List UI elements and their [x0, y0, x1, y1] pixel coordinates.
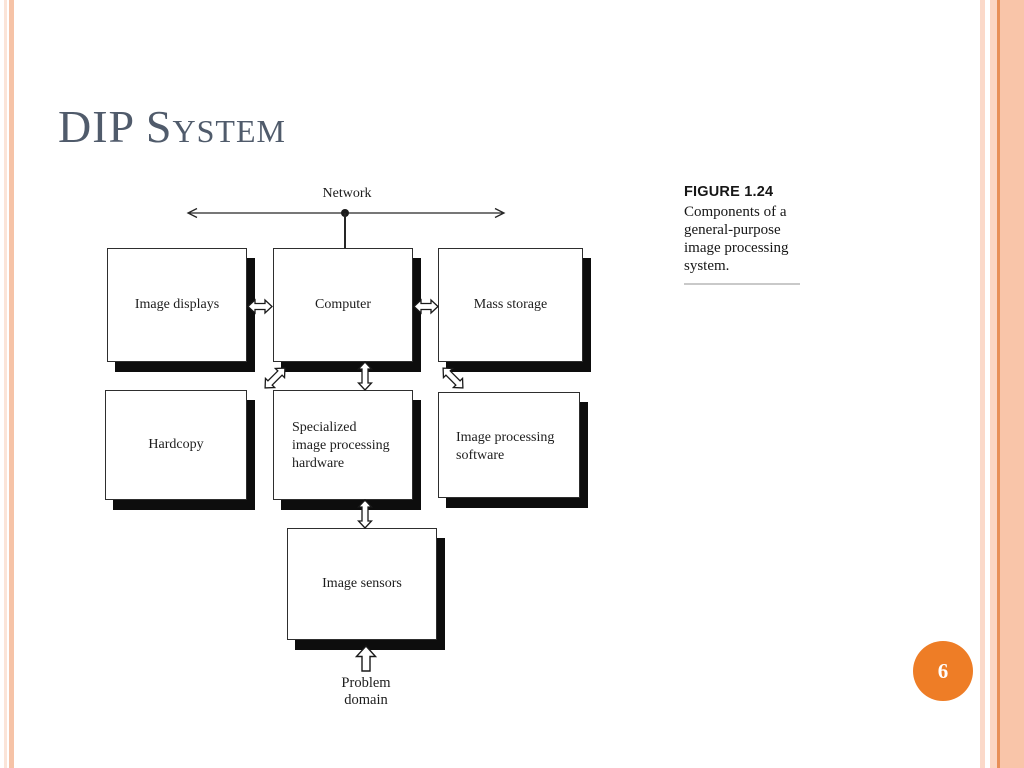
- box-label: Mass storage: [473, 297, 548, 312]
- box-image-sensors: Image sensors: [287, 528, 437, 640]
- box-computer: Computer: [273, 248, 413, 362]
- box-hardcopy: Hardcopy: [105, 390, 247, 500]
- figure-caption-heading: FIGURE 1.24: [684, 184, 774, 200]
- box-image-processing-software: Image processing software: [438, 392, 580, 498]
- double-arrow-displays-computer: [247, 298, 273, 315]
- box-label-line: hardware: [292, 456, 345, 471]
- double-arrow-computer-specialized-hw: [357, 361, 373, 391]
- network-label: Network: [322, 186, 372, 201]
- problem-domain-line: Problem: [341, 675, 391, 691]
- box-label: Computer: [315, 297, 371, 312]
- box-label-line: image processing: [292, 438, 390, 453]
- box-image-displays: Image displays: [107, 248, 247, 362]
- double-arrow-specialized-hw-image-sensors: [357, 499, 373, 529]
- page-number-badge: 6: [913, 641, 973, 701]
- figure-caption-line: image processing: [684, 240, 789, 256]
- figure-caption-line: Components of a: [684, 204, 787, 220]
- page-title: DIP System: [58, 101, 286, 152]
- figure-caption: FIGURE 1.24 Components of a general-purp…: [684, 184, 814, 285]
- network-drop-line: [344, 213, 346, 249]
- up-arrow-problem-domain-image-sensors: [355, 645, 377, 672]
- box-mass-storage: Mass storage: [438, 248, 583, 362]
- problem-domain-label: Problem domain: [316, 675, 416, 709]
- box-label: Image displays: [134, 297, 220, 312]
- box-label: Hardcopy: [148, 437, 204, 452]
- right-accent-stripe-thin: [980, 0, 985, 768]
- box-specialized-image-processing-hardware: Specialized image processing hardware: [273, 390, 413, 500]
- figure-caption-line: general-purpose: [684, 222, 781, 238]
- left-accent-stripe-main: [9, 0, 14, 768]
- box-label: Image sensors: [322, 576, 402, 591]
- diagonal-double-arrow-computer-software: [442, 367, 464, 389]
- diagonal-double-arrow-hardcopy-computer: [264, 367, 286, 389]
- box-label-line: Image processing: [456, 430, 555, 445]
- problem-domain-line: domain: [344, 692, 388, 708]
- left-accent-stripe-thin: [4, 0, 7, 768]
- box-label-line: Specialized: [292, 420, 357, 435]
- right-accent-stripe-band: [990, 0, 1024, 768]
- figure-caption-line: system.: [684, 258, 730, 274]
- page-number: 6: [937, 658, 949, 683]
- box-label-line: software: [456, 448, 505, 463]
- network-bus-line: [186, 207, 506, 219]
- figure-caption-rule: [684, 283, 800, 285]
- double-arrow-computer-mass-storage: [413, 298, 439, 315]
